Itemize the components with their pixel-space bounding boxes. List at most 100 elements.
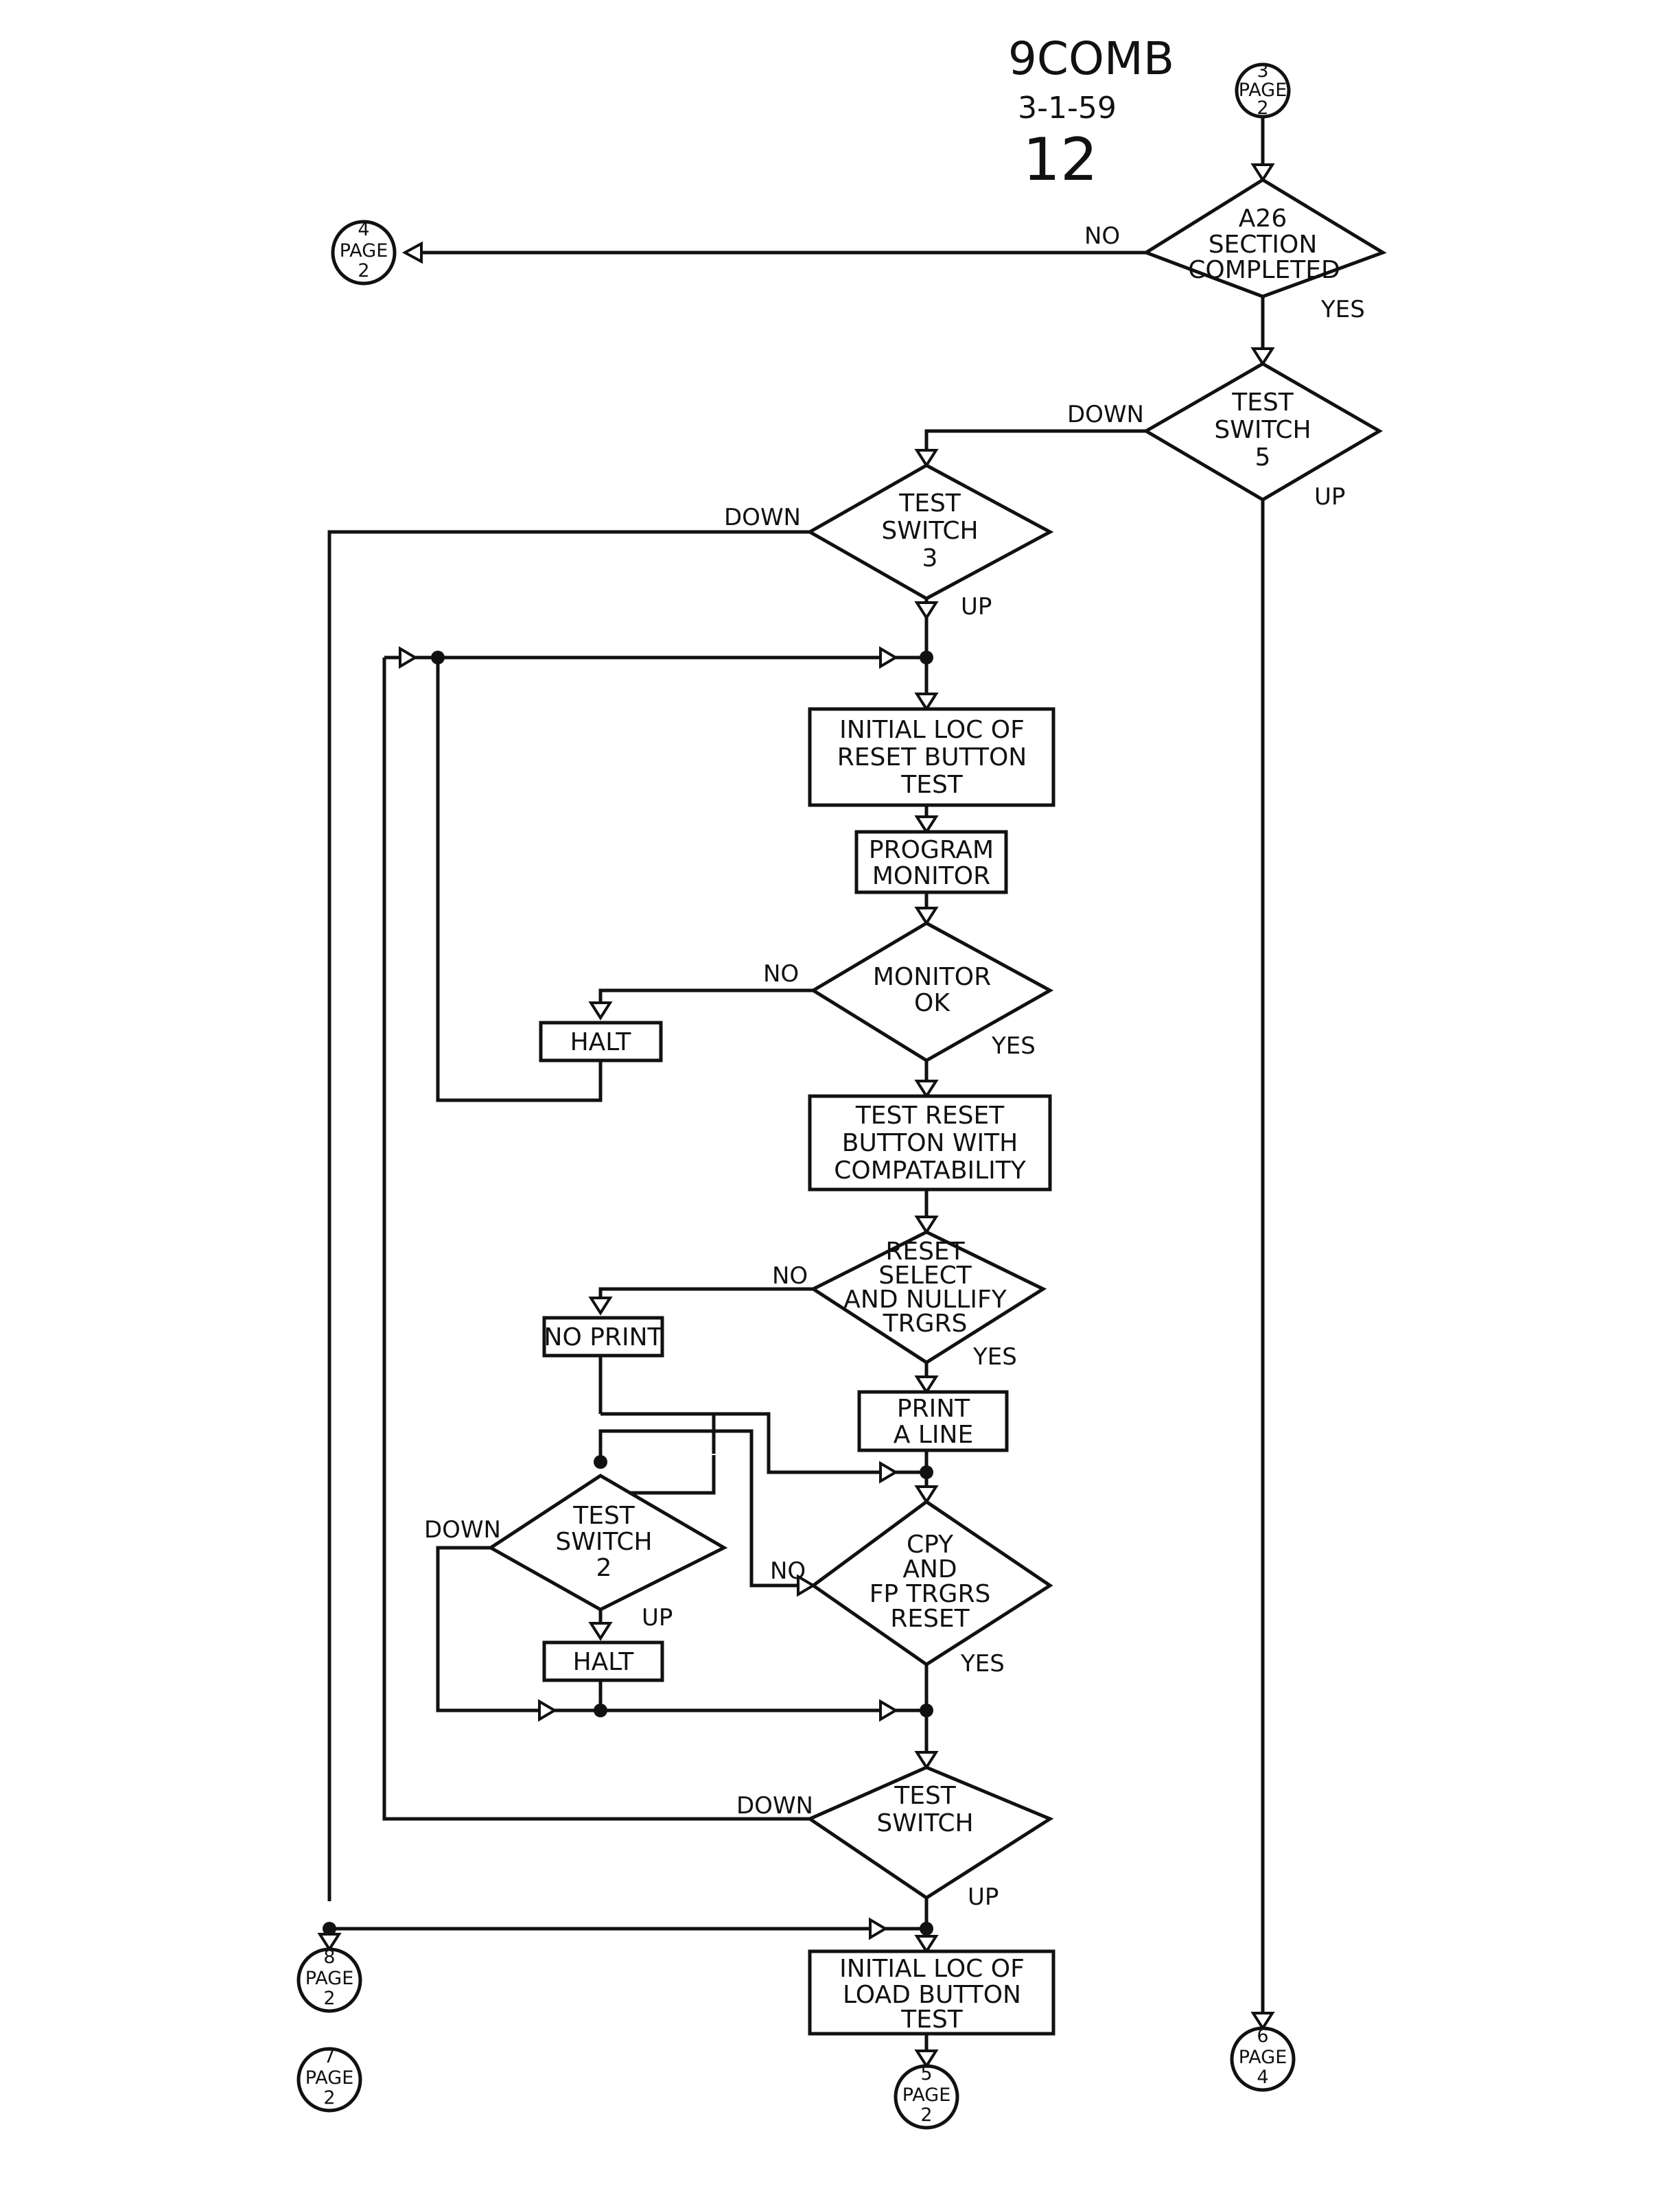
label-ts1-down: DOWN [736, 1792, 813, 1820]
svg-text:2: 2 [323, 1988, 335, 2009]
box-no-print: NO PRINT [542, 1316, 664, 1358]
decision-a26-section-completed: A26 SECTION COMPLETED [1142, 178, 1387, 299]
svg-text:CPY: CPY [907, 1531, 954, 1559]
svg-text:3: 3 [922, 544, 938, 572]
box-test-reset-button-compatability: TEST RESET BUTTON WITH COMPATABILITY [808, 1094, 1052, 1192]
svg-text:RESET BUTTON: RESET BUTTON [837, 743, 1027, 771]
connector-right-exit: 6 PAGE 4 [1230, 2025, 1296, 2092]
svg-text:FP TRGRS: FP TRGRS [870, 1580, 991, 1608]
box-halt-1: HALT [539, 1021, 663, 1062]
label-ts2-up: UP [642, 1604, 673, 1631]
svg-text:PAGE: PAGE [340, 240, 388, 262]
header-date: 3-1-59 [1018, 91, 1117, 126]
svg-text:A LINE: A LINE [894, 1421, 973, 1449]
svg-text:5: 5 [920, 2063, 932, 2084]
svg-text:RESET: RESET [885, 1238, 965, 1266]
decision-test-switch-3: TEST SWITCH 3 [806, 463, 1054, 601]
svg-text:TEST: TEST [572, 1502, 635, 1530]
connector-top-entry: 3 PAGE 2 [1235, 60, 1291, 119]
svg-text:SWITCH: SWITCH [881, 517, 978, 545]
svg-text:NO PRINT: NO PRINT [544, 1323, 664, 1351]
svg-text:PROGRAM: PROGRAM [869, 836, 994, 864]
svg-text:OK: OK [914, 989, 950, 1017]
svg-text:TEST: TEST [900, 771, 964, 799]
header-page-number: 12 [1023, 126, 1097, 194]
box-initial-loc-reset-button-test: INITIAL LOC OF RESET BUTTON TEST [808, 707, 1055, 807]
decision-test-switch-5: TEST SWITCH 5 [1143, 362, 1383, 502]
header-code: 9COMB [1008, 32, 1174, 85]
svg-text:BUTTON WITH: BUTTON WITH [842, 1129, 1018, 1157]
label-ts3-up: UP [961, 593, 992, 620]
svg-text:A26: A26 [1239, 205, 1287, 233]
label-a26-no: NO [1084, 222, 1120, 250]
connector-bottom-exit: 5 PAGE 2 [894, 2063, 959, 2130]
svg-text:TEST: TEST [1231, 388, 1294, 417]
svg-text:SELECT: SELECT [878, 1262, 972, 1290]
connector-a26-no-exit: 4 PAGE 2 [331, 219, 397, 286]
label-cpy-yes: YES [960, 1650, 1005, 1677]
svg-text:2: 2 [1257, 97, 1268, 119]
svg-text:SWITCH: SWITCH [876, 1809, 973, 1837]
svg-text:INITIAL LOC OF: INITIAL LOC OF [839, 1955, 1025, 1983]
svg-text:RESET: RESET [890, 1605, 970, 1633]
branch-labels: NO YES DOWN UP DOWN UP NO YES NO YES NO … [424, 222, 1365, 1911]
label-monitor-no: NO [763, 960, 799, 988]
svg-text:PAGE: PAGE [902, 2084, 951, 2106]
svg-text:PAGE: PAGE [305, 2067, 354, 2089]
svg-text:SECTION: SECTION [1209, 231, 1318, 259]
svg-text:SWITCH: SWITCH [1214, 416, 1311, 444]
svg-text:SWITCH: SWITCH [555, 1528, 652, 1556]
svg-text:TRGRS: TRGRS [883, 1310, 968, 1338]
svg-text:3: 3 [1257, 60, 1268, 82]
box-print-a-line: PRINT A LINE [857, 1390, 1009, 1452]
decision-reset-select-nullify: RESET SELECT AND NULLIFY TRGRS [809, 1230, 1047, 1364]
svg-text:HALT: HALT [573, 1648, 635, 1676]
svg-text:2: 2 [323, 2087, 335, 2109]
label-ts3-down: DOWN [724, 504, 801, 531]
svg-text:AND NULLIFY: AND NULLIFY [843, 1286, 1007, 1314]
decision-cpy-fp-trgrs-reset: CPY AND FP TRGRS RESET [810, 1499, 1053, 1667]
svg-text:TEST: TEST [898, 489, 961, 518]
svg-text:AND: AND [902, 1555, 957, 1583]
svg-text:4: 4 [1257, 2067, 1268, 2088]
svg-text:PAGE: PAGE [1239, 2047, 1287, 2068]
svg-text:COMPATABILITY: COMPATABILITY [834, 1157, 1027, 1185]
label-monitor-yes: YES [991, 1032, 1036, 1060]
label-a26-yes: YES [1320, 296, 1365, 323]
svg-text:8: 8 [323, 1947, 335, 1968]
svg-text:6: 6 [1257, 2025, 1268, 2047]
svg-text:TEST: TEST [900, 2006, 964, 2034]
svg-text:MONITOR: MONITOR [873, 963, 991, 991]
label-ts5-up: UP [1314, 483, 1345, 511]
svg-text:2: 2 [920, 2104, 932, 2126]
box-initial-loc-load-button-test: INITIAL LOC OF LOAD BUTTON TEST [808, 1949, 1055, 2036]
box-halt-2: HALT [542, 1640, 664, 1682]
svg-text:PAGE: PAGE [305, 1968, 354, 1989]
arrowheads [317, 163, 1275, 2072]
svg-text:PAGE: PAGE [1239, 80, 1287, 101]
svg-text:TEST RESET: TEST RESET [855, 1102, 1005, 1130]
svg-text:7: 7 [323, 2046, 335, 2067]
label-ts2-down: DOWN [424, 1516, 501, 1544]
label-ts1-up: UP [968, 1883, 999, 1911]
label-ts5-down: DOWN [1067, 401, 1144, 428]
decision-test-switch-2: TEST SWITCH 2 [487, 1474, 728, 1612]
svg-text:5: 5 [1255, 443, 1271, 472]
svg-text:TEST: TEST [894, 1782, 957, 1810]
svg-text:LOAD BUTTON: LOAD BUTTON [843, 1981, 1021, 2009]
svg-text:HALT: HALT [570, 1028, 632, 1056]
svg-text:PRINT: PRINT [897, 1395, 970, 1423]
svg-text:2: 2 [596, 1554, 612, 1582]
label-reset-yes: YES [972, 1343, 1017, 1371]
connector-left-exit: 8 PAGE 2 [296, 1947, 362, 2013]
decision-test-switch-1: TEST SWITCH [806, 1765, 1054, 1900]
box-program-monitor: PROGRAM MONITOR [854, 830, 1008, 894]
svg-text:MONITOR: MONITOR [872, 862, 990, 890]
decision-monitor-ok: MONITOR OK [810, 921, 1054, 1062]
svg-text:COMPLETED: COMPLETED [1188, 256, 1340, 284]
label-cpy-no: NO [770, 1557, 806, 1585]
svg-text:INITIAL LOC OF: INITIAL LOC OF [839, 716, 1025, 744]
svg-text:4: 4 [358, 219, 369, 240]
label-reset-no: NO [772, 1262, 808, 1290]
